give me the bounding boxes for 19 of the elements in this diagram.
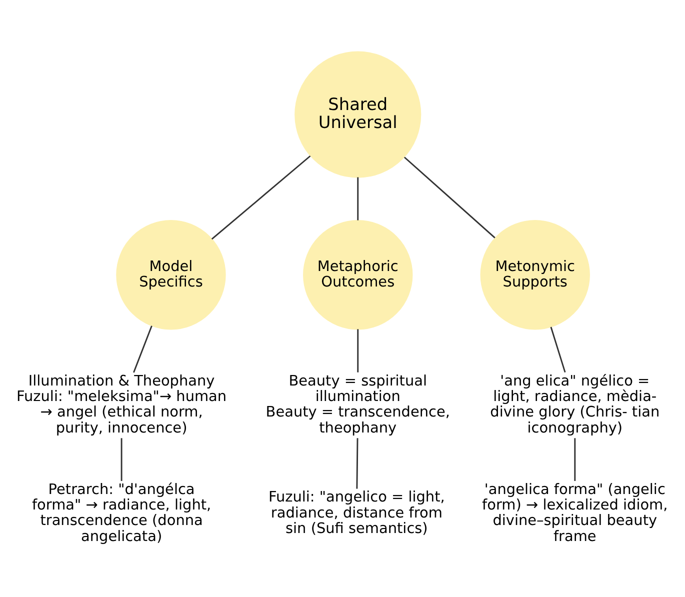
node-text: Fuzuli: "angelico = light, radiance, distance from sin (Sufi semantics)	[268, 489, 445, 537]
node-circle: Model Specifics	[116, 220, 226, 330]
node-text: 'angelica forma" (angelic form) → lexicalized idiom, divine–spiritual beauty frame	[482, 481, 668, 544]
node-text: Petrarch: "d'angélca forma" → radiance, light, transcendence (donna angelicata)	[32, 481, 212, 544]
connector	[120, 438, 122, 480]
connector	[550, 326, 566, 372]
node-text: 'ang elica" ngélico = light, radiance, mèdia- divine glory (Chris- tian iconography)	[490, 372, 660, 436]
connector	[133, 325, 152, 372]
node-circle: Shared Universal	[294, 50, 422, 178]
connector	[211, 154, 311, 240]
connector	[357, 328, 359, 372]
connector	[356, 438, 358, 488]
connector	[357, 176, 359, 220]
node-circle: Metonymic Supports	[480, 220, 590, 330]
node-text: Illumination & Theophany Fuzuli: "meleksima"→ human → angel (ethical norm, purity, innocence)	[16, 372, 227, 436]
connector	[404, 156, 496, 238]
node-circle: Metaphoric Outcomes	[303, 220, 413, 330]
connector	[574, 438, 576, 480]
node-text: Beauty = sspiritual illumination Beauty = transcendence, theophany	[266, 372, 450, 436]
